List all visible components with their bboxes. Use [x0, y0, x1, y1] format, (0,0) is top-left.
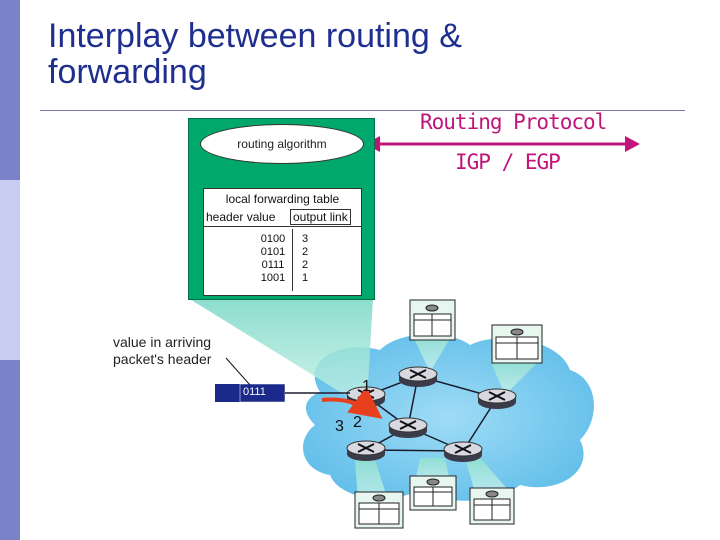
packet-header-value: 0111: [243, 386, 266, 398]
table-divider: [204, 226, 361, 227]
side-bar-middle: [0, 180, 20, 360]
table-row-link: 2: [301, 246, 309, 258]
beam-table-bottom-1: [355, 460, 388, 500]
mini-table-icon: [491, 324, 543, 364]
arriving-value-label-line-2: packet's header: [113, 351, 212, 367]
column-header-value: header value: [206, 210, 276, 224]
mini-table-icon: [354, 491, 404, 529]
router-icon: [346, 440, 386, 461]
routing-protocol-arrow: [365, 136, 640, 152]
table-row-link: 2: [301, 259, 309, 271]
table-row-value: 0101: [260, 246, 286, 258]
arriving-value-label: value in arriving packet's header: [113, 334, 243, 368]
table-row-value: 1001: [260, 272, 286, 284]
label-pointer-line: [225, 357, 251, 386]
table-row-link: 3: [301, 233, 309, 245]
router-icon: [398, 366, 438, 387]
routing-algorithm-oval: routing algorithm: [200, 124, 364, 164]
mini-table-icon: [409, 299, 456, 341]
table-row-link: 1: [301, 272, 309, 284]
beam-table-bottom-3: [465, 458, 510, 492]
table-links-column: 3 2 2 1: [298, 233, 312, 285]
table-row-value: 0100: [260, 233, 286, 245]
routing-protocol-label: Routing Protocol: [420, 110, 607, 134]
beam-table-top-2: [490, 360, 540, 395]
port-2-label: 2: [353, 414, 362, 431]
port-3-label: 3: [335, 418, 344, 435]
forwarding-table: local forwarding table header value outp…: [203, 188, 362, 296]
table-row-value: 0111: [261, 259, 285, 271]
routing-algorithm-label: routing algorithm: [237, 137, 327, 151]
router-zoom-beam: [188, 298, 373, 395]
slide-title-line-1: Interplay between routing &: [48, 17, 462, 55]
igp-egp-label: IGP / EGP: [455, 150, 561, 174]
router-icon: [388, 417, 428, 438]
router-icon: [443, 441, 483, 462]
table-column-divider: [292, 229, 293, 291]
side-bar-bottom: [0, 360, 20, 540]
port-1-label: 1: [362, 378, 371, 395]
arriving-value-label-line-1: value in arriving: [113, 334, 212, 350]
column-header-output-link: output link: [290, 209, 351, 225]
router-icon: [477, 388, 517, 409]
mini-table-icon: [409, 475, 457, 511]
table-values-column: 0100 0101 0111 1001: [256, 233, 290, 285]
forward-arrow: [321, 386, 383, 419]
mini-table-icon: [469, 487, 515, 525]
side-bar-top: [0, 0, 20, 180]
title-divider: [40, 110, 685, 111]
slide-title: Interplay between routing & forwarding: [48, 18, 668, 90]
forwarding-table-title: local forwarding table: [225, 192, 340, 206]
mini-forwarding-tables: [354, 299, 543, 529]
slide-title-line-2: forwarding: [48, 53, 207, 91]
